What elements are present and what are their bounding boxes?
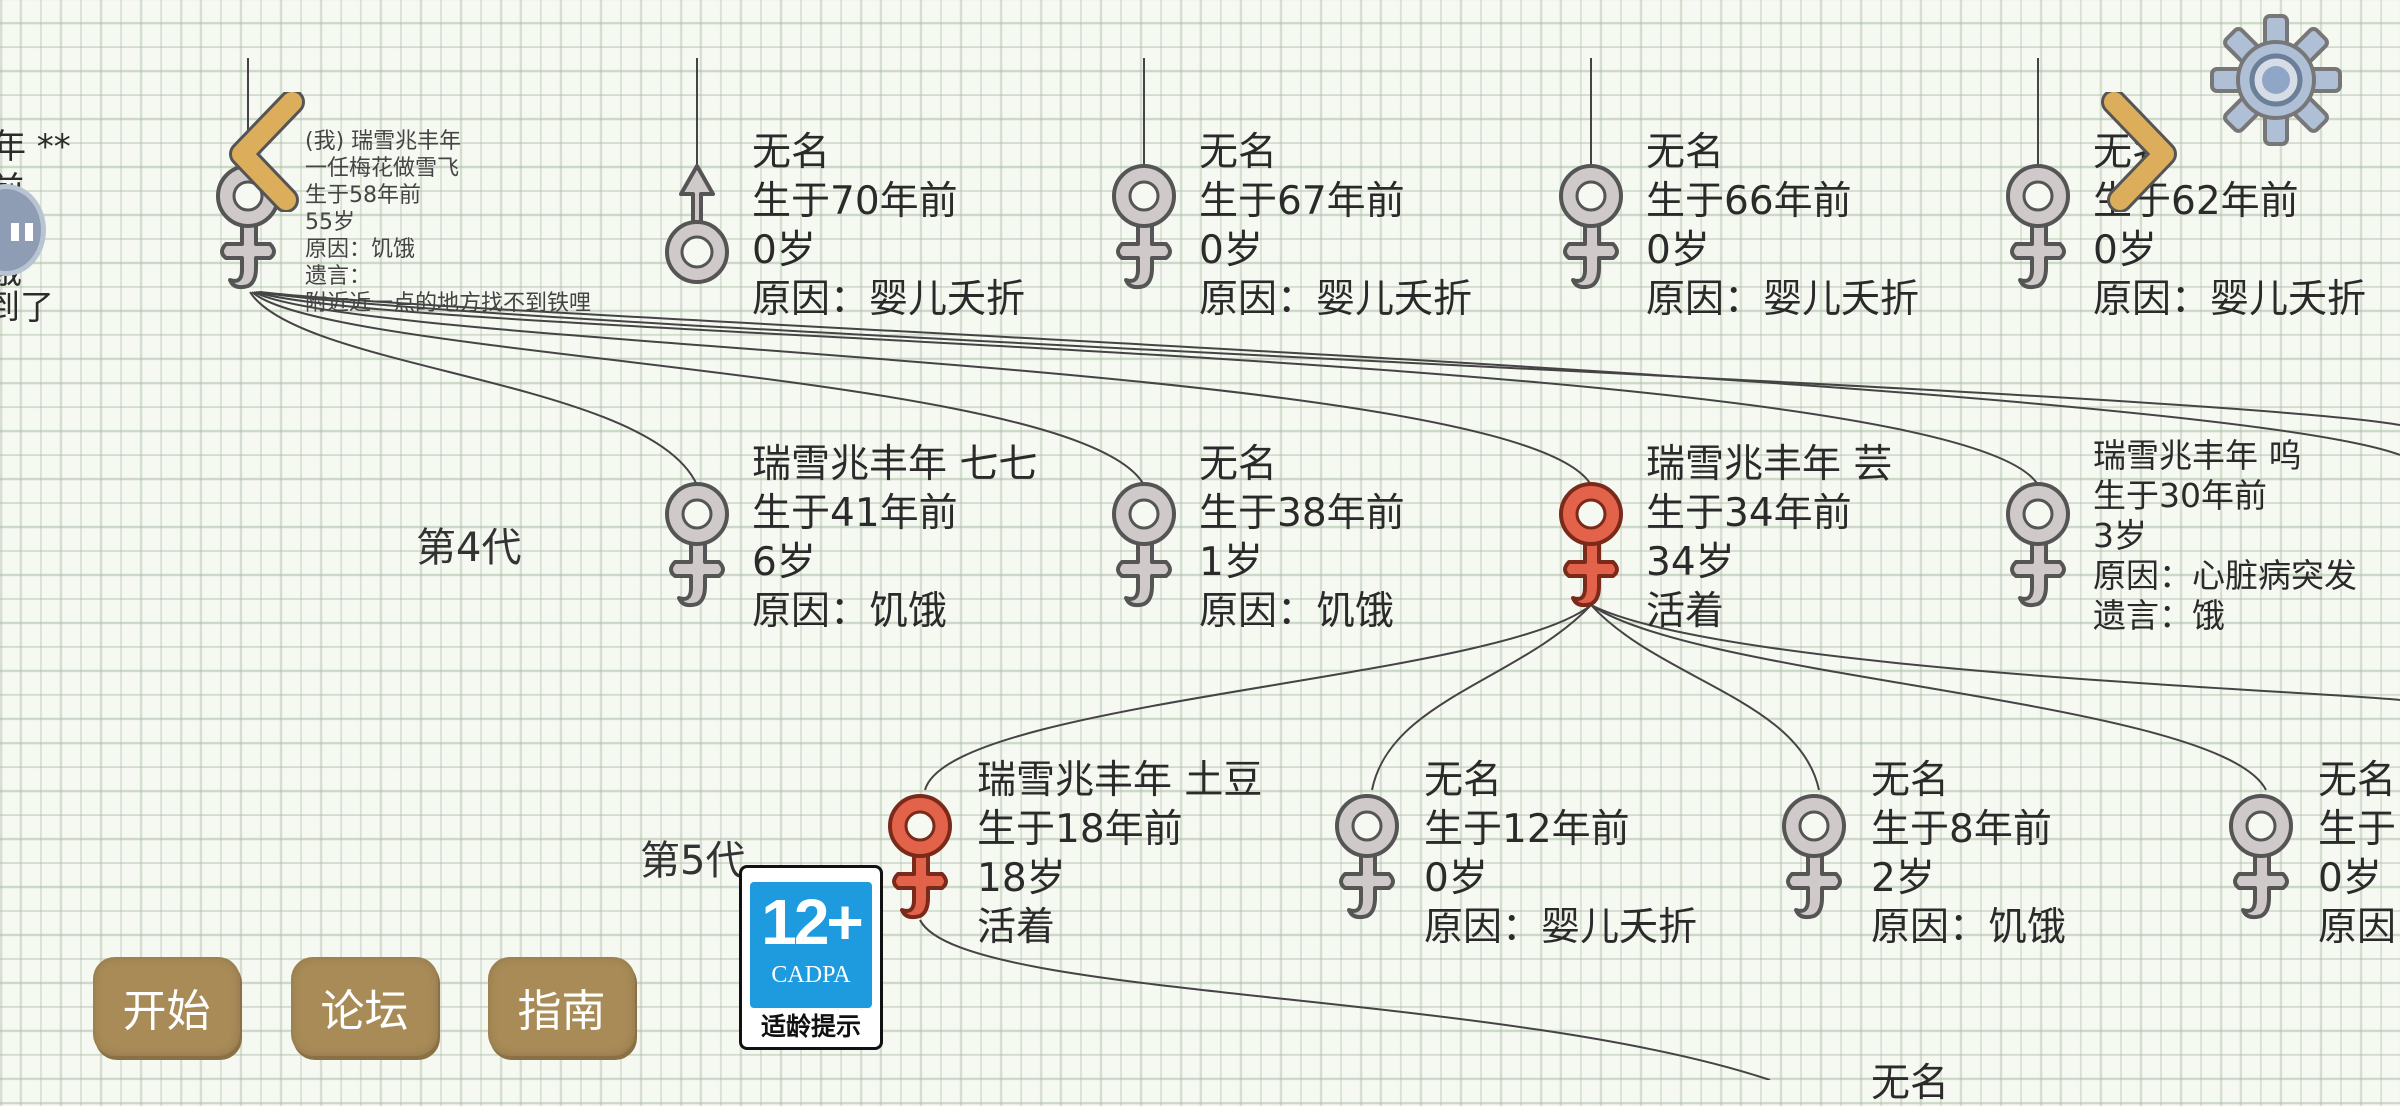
member-info-line: 原因：饥饿 [305,237,416,262]
generation-label: 第4代 [416,525,522,571]
member-info-line: 瑞雪兆丰年 呜 [2093,436,2302,475]
member-info-line: 瑞雪兆丰年 芸 [1646,442,1893,487]
member-info-line: 3岁 [2093,516,2147,555]
guide-button[interactable]: 指南 [488,957,635,1056]
member-info-line: 生于34年前 [1646,491,1852,536]
member-info-line: 活着 [1646,589,1725,634]
member-info-line: 生于12年前 [1424,807,1630,852]
member-info-line: 原因：婴儿夭折 [752,277,1026,322]
member-info-line: 瑞雪兆丰年 土豆 [977,758,1263,803]
female-symbol-icon[interactable] [2221,790,2301,920]
member-info-line: 55岁 [305,210,355,235]
member-info-line: 0岁 [1646,228,1710,273]
forum-button[interactable]: 论坛 [291,957,438,1056]
member-info-line: 原因：婴儿夭折 [1199,277,1473,322]
member-info-line: 一任梅花做雪飞 [305,156,460,181]
member-info-line: 原因：心脏病突发 [2093,556,2357,595]
member-info-line: 0岁 [1199,228,1263,273]
chevron-right-icon[interactable] [2094,92,2184,212]
member-info-line: 18岁 [977,856,1066,901]
member-info-line: 生于70年前 [752,179,958,224]
member-info-line: 生于41年前 [752,491,958,536]
member-info-line: 生于8年前 [1871,807,2052,852]
member-info-line: 无名 [1199,130,1278,175]
female-symbol-icon[interactable] [1104,478,1184,608]
female-symbol-icon[interactable] [1998,478,2078,608]
member-info-line: 0岁 [1424,856,1488,901]
member-info-line: 原因：饥饿 [1199,589,1395,634]
member-info-line: 瑞雪兆丰年 七七 [752,442,1038,487]
member-info-line: 无名 [1871,758,1950,803]
member-info-line: 生于 [2318,807,2397,852]
partial-node-label: 无名 [1871,1061,1950,1106]
member-info-line: 6岁 [752,540,816,585]
age-rating-badge[interactable]: 12+ CADPA 适龄提示 [739,865,883,1050]
member-info-line: 原因：婴儿夭折 [1424,905,1698,950]
member-info-line: 原因 [2318,905,2397,950]
member-info-line: 生于67年前 [1199,179,1405,224]
member-info-line: 生于30年前 [2093,476,2267,515]
male-symbol-icon[interactable] [657,160,737,290]
member-info-line: 无名 [752,130,831,175]
female-symbol-icon[interactable] [657,478,737,608]
female-symbol-icon[interactable] [880,790,960,920]
member-info-line: 原因：饥饿 [1871,905,2067,950]
pause-icon [11,223,19,241]
start-button[interactable]: 开始 [93,957,240,1056]
member-info-line: 生于18年前 [977,807,1183,852]
female-symbol-icon[interactable] [1774,790,1854,920]
chevron-left-icon[interactable] [222,92,312,212]
member-info-line: 生于58年前 [305,183,421,208]
family-tree-lines [247,58,2400,1080]
member-info-line: 原因：婴儿夭折 [2093,277,2367,322]
member-info-line: (我) 瑞雪兆丰年 [305,129,462,154]
member-info-line: 1岁 [1199,540,1263,585]
member-info-line: 生于38年前 [1199,491,1405,536]
member-info-line: 原因：饥饿 [752,589,948,634]
female-symbol-icon[interactable] [1104,160,1184,290]
age-rating: 12+ [761,886,864,958]
member-info-line: 生于66年前 [1646,179,1852,224]
member-info-line: 无名 [1424,758,1503,803]
rating-org: CADPA [771,962,851,988]
female-symbol-icon[interactable] [1551,160,1631,290]
member-info-line: 活着 [977,905,1056,950]
female-symbol-icon[interactable] [1998,160,2078,290]
female-symbol-icon[interactable] [1551,478,1631,608]
female-symbol-icon[interactable] [1327,790,1407,920]
member-info-line: 0岁 [752,228,816,273]
generation-label: 第5代 [640,838,746,884]
member-info-line: 无名 [1199,442,1278,487]
female-symbol-icon[interactable] [208,160,288,290]
member-info-line: 0岁 [2093,228,2157,273]
member-info-line: 原因：婴儿夭折 [1646,277,1920,322]
member-info-line: 遗言：饿 [2093,596,2225,635]
member-info-line: 附近近一点的地方找不到铁哩 [305,291,592,316]
gear-icon[interactable] [2206,10,2346,150]
member-info-line: 0岁 [2318,856,2382,901]
member-info-line: 遗言： [305,264,372,289]
age-rating-caption: 适龄提示 [760,1012,861,1041]
member-info-line: 34岁 [1646,540,1735,585]
member-info-line: 无名 [2318,758,2397,803]
member-info-line: 无名 [1646,130,1725,175]
member-info-line: 2岁 [1871,856,1935,901]
